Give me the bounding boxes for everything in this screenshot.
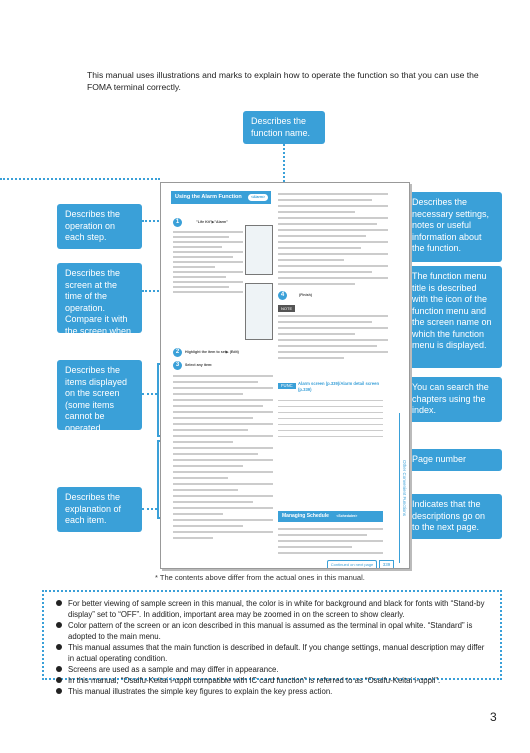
callout-connector [283, 144, 285, 194]
note-text: This manual assumes that the main functi… [68, 643, 485, 663]
sample-management-bar: Managing Schedule <Scheduler> [278, 511, 383, 522]
sample-chapter-index: Other Convenient Functions [399, 413, 409, 563]
footnote: * The contents above differ from the act… [155, 573, 365, 582]
sample-function-title: Using the Alarm Function [175, 194, 242, 200]
sample-management-title: Managing Schedule [282, 513, 329, 519]
intro-text: This manual uses illustrations and marks… [87, 70, 479, 92]
sample-body-lines [173, 231, 243, 296]
note-text: Color pattern of the screen or an icon d… [68, 621, 473, 641]
notes-box: For better viewing of sample screen in t… [42, 590, 502, 696]
sample-select-text: Select any item: [185, 363, 213, 367]
bullet-icon [56, 644, 62, 650]
sample-menu-screen: Alarm screen (p.339)/Alarm detail screen… [298, 381, 379, 392]
note-item: Screens are used as a sample and may dif… [56, 664, 492, 675]
step-1-badge: 1 [173, 218, 182, 227]
callout-connector [142, 220, 167, 222]
callout-explanation: Describes the explanation of each item. [57, 487, 142, 532]
callout-screen: Describes the screen at the time of the … [57, 263, 142, 347]
sample-step1-text: "Life Kit"▶"Alarm" [196, 220, 228, 224]
note-item: This manual assumes that the main functi… [56, 642, 492, 664]
note-item: This manual illustrates the simple key f… [56, 686, 492, 697]
callout-operation: Describes the operation on each step. [57, 204, 142, 249]
bullet-icon [56, 622, 62, 628]
step-3-badge: 3 [173, 361, 182, 370]
sample-note-label: NOTE [278, 305, 296, 312]
callout-connector [142, 393, 157, 395]
note-text: In this manual, “Osaifu-Keitai i-αppli c… [68, 676, 441, 685]
sample-note-lines [278, 315, 388, 363]
callout-chapters: You can search the chapters using the in… [404, 377, 502, 422]
note-text: Screens are used as a sample and may dif… [68, 665, 279, 674]
callout-items: Describes the items displayed on the scr… [57, 360, 142, 456]
callout-page-number: Page number [404, 449, 502, 471]
sample-step3-text: (Finish) [299, 293, 312, 297]
callout-menu-title: The function menu title is described wit… [404, 266, 502, 368]
sample-menu-table [278, 395, 383, 437]
sample-management-tag: <Scheduler> [336, 514, 358, 518]
callout-function-name: Describes the function name. [243, 111, 325, 144]
bullet-icon [56, 666, 62, 672]
callout-connector [0, 178, 160, 180]
sample-item-lines [173, 375, 273, 543]
callout-next-page: Indicates that the descriptions go on to… [404, 494, 502, 539]
page-number: 3 [490, 710, 497, 724]
callout-settings: Describes the necessary settings, notes … [404, 192, 502, 262]
sample-func-label: FUNC [278, 383, 296, 389]
sample-continued-box: Continued on next page [327, 560, 377, 568]
bullet-icon [56, 677, 62, 683]
step-4-badge: 4 [278, 291, 287, 300]
sample-right-lines [278, 193, 388, 289]
bullet-icon [56, 600, 62, 606]
note-text: For better viewing of sample screen in t… [68, 599, 485, 619]
note-item: Color pattern of the screen or an icon d… [56, 620, 492, 642]
sample-manual-page: Using the Alarm Function <Alarm> 1 "Life… [160, 182, 410, 569]
sample-step2-text: Highlight the item to set▶ (Edit) [185, 350, 239, 354]
step-2-badge: 2 [173, 348, 182, 357]
note-text: This manual illustrates the simple key f… [68, 687, 333, 696]
bullet-icon [56, 688, 62, 694]
sample-phone-screen [245, 283, 273, 340]
sample-function-tag: <Alarm> [248, 194, 268, 201]
callout-connector [142, 508, 157, 510]
note-item: For better viewing of sample screen in t… [56, 598, 492, 620]
sample-management-lines [278, 528, 383, 558]
sample-phone-screen [245, 225, 273, 275]
sample-page-number: 339 [379, 560, 394, 568]
note-item: In this manual, “Osaifu-Keitai i-αppli c… [56, 675, 492, 686]
sample-function-title-bar: Using the Alarm Function <Alarm> [171, 191, 271, 204]
